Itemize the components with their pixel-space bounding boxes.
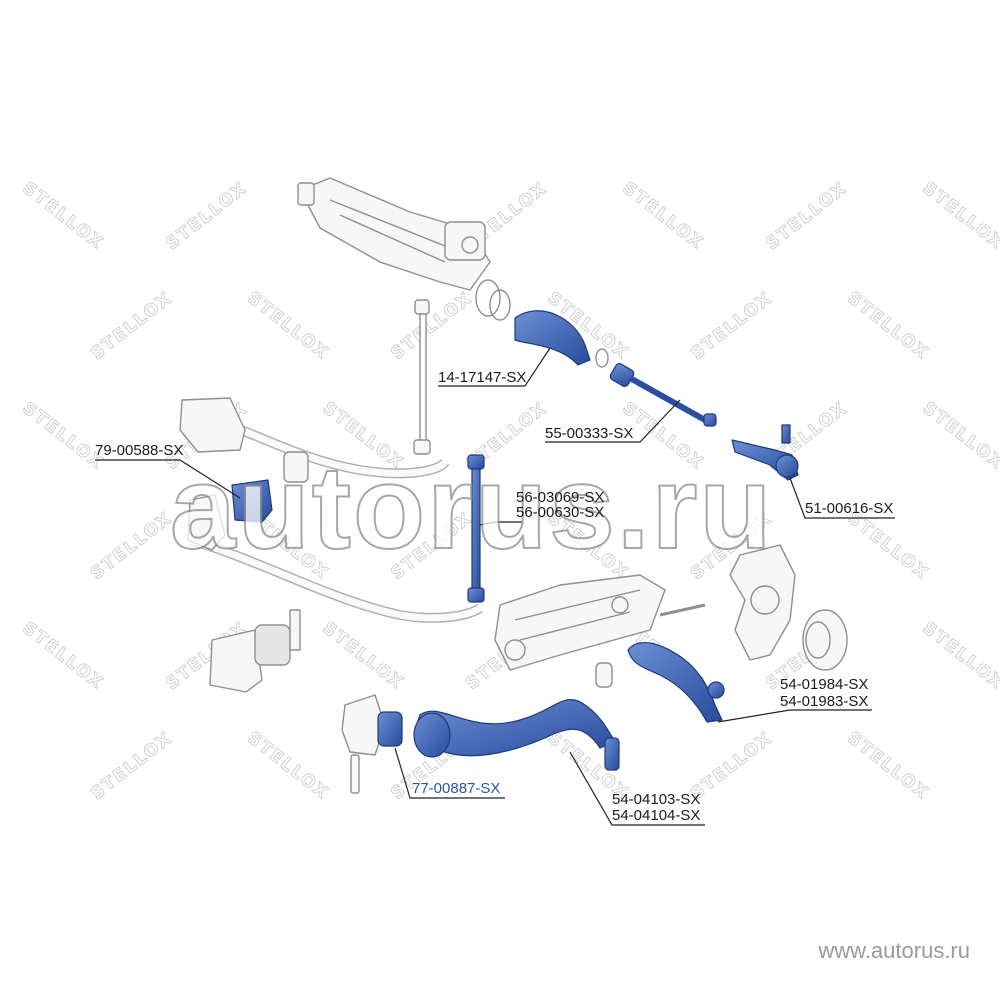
brand-watermark-33: STELLOX	[87, 728, 176, 804]
arm-bracket	[341, 694, 386, 756]
arm-left-bushing	[413, 712, 451, 758]
label-link-b: 56-00630-SX	[516, 504, 605, 521]
arm-right-ball-joint	[707, 681, 725, 699]
rack-ring-1	[475, 279, 501, 317]
brand-watermark-4: STELLOX	[619, 178, 708, 254]
brand-watermark-32: STELLOX	[919, 618, 1000, 694]
arm-bolt	[350, 754, 360, 794]
site-logo-watermark: autorus.ru	[169, 441, 774, 575]
steering-rack	[297, 177, 491, 291]
leader-stab-bush	[95, 459, 241, 499]
brand-watermark-28: STELLOX	[319, 618, 408, 694]
leader-tie-rod	[545, 399, 681, 443]
brand-watermark-34: STELLOX	[244, 728, 333, 804]
leader-arm-right	[717, 709, 872, 723]
brand-watermark-11: STELLOX	[687, 288, 776, 364]
brand-watermark-13: STELLOX	[19, 398, 108, 474]
rack-ring-2	[489, 289, 511, 321]
leader-tie-rod-end	[789, 477, 895, 519]
label-arm-left-a: 54-04103-SX	[612, 791, 701, 808]
brand-watermark-9: STELLOX	[387, 288, 476, 364]
label-tie-rod-end: 51-00616-SX	[805, 500, 894, 517]
brand-watermark-0: STELLOX	[19, 178, 108, 254]
brand-watermark-26: STELLOX	[19, 618, 108, 694]
control-arm-right	[627, 641, 723, 723]
subframe	[494, 574, 706, 671]
label-arm-bushing: 77-00887-SX	[412, 780, 501, 797]
stab-bush-blue	[231, 479, 273, 523]
leader-arm-bushing	[394, 747, 505, 799]
bush-bracket	[187, 494, 226, 551]
brand-watermark-12: STELLOX	[844, 288, 933, 364]
label-boot: 14-17147-SX	[438, 369, 527, 386]
leader-boot	[438, 347, 551, 387]
arm-grommet	[595, 662, 613, 688]
label-stab-bush: 79-00588-SX	[95, 442, 184, 459]
brand-watermark-20: STELLOX	[87, 508, 176, 584]
brand-watermark-8: STELLOX	[244, 288, 333, 364]
leader-link	[479, 521, 522, 526]
stabilizer-link-blue	[467, 454, 485, 603]
brand-watermark-6: STELLOX	[919, 178, 1000, 254]
stabilizer-link-grey	[413, 299, 431, 455]
steering-boot	[514, 310, 591, 366]
outer-tie-rod-end	[731, 424, 799, 481]
leader-arm-left	[569, 751, 705, 826]
label-arm-left-b: 54-04104-SX	[612, 807, 701, 824]
brand-watermark-19: STELLOX	[919, 398, 1000, 474]
arm-left-ball-joint	[604, 737, 620, 771]
inner-tie-rod	[609, 363, 717, 427]
site-url: www.autorus.ru	[818, 938, 970, 963]
lower-stab-bracket	[209, 609, 301, 693]
label-tie-rod: 55-00333-SX	[545, 425, 634, 442]
arm-bushing-blue	[377, 711, 403, 747]
brand-watermark-38: STELLOX	[844, 728, 933, 804]
stabilizer-bar	[179, 397, 483, 623]
brand-watermark-5: STELLOX	[762, 178, 851, 254]
label-arm-right-b: 54-01983-SX	[780, 693, 869, 710]
label-link-a: 56-03069-SX	[516, 489, 605, 506]
brand-watermark-1: STELLOX	[162, 178, 251, 254]
brand-watermark-37: STELLOX	[687, 728, 776, 804]
brand-watermark-7: STELLOX	[87, 288, 176, 364]
label-arm-right-a: 54-01984-SX	[780, 676, 869, 693]
boot-clamp	[595, 348, 609, 368]
brand-watermark-25: STELLOX	[844, 508, 933, 584]
steering-knuckle	[729, 544, 848, 671]
